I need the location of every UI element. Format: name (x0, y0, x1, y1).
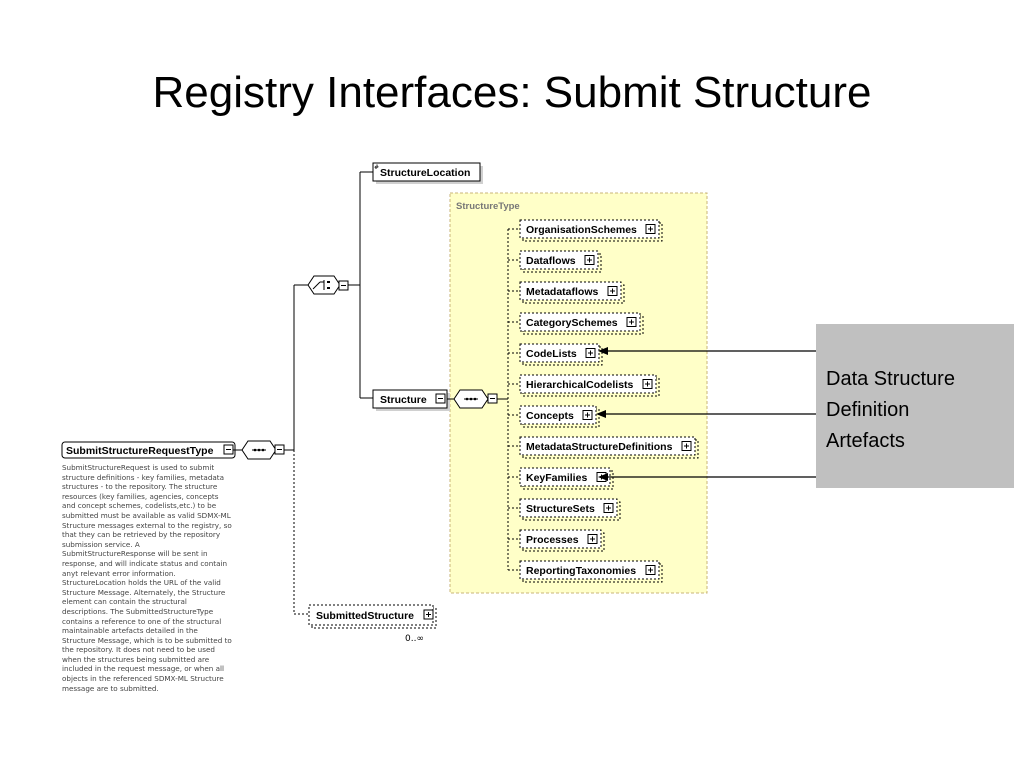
child-node-structuresets[interactable]: StructureSets (508, 498, 621, 521)
expand-icon[interactable] (645, 224, 656, 234)
multiplicity-label: 0..∞ (405, 634, 424, 644)
child-label: Concepts (526, 410, 574, 422)
expand-icon[interactable] (607, 286, 618, 296)
child-node-dataflows[interactable]: Dataflows (508, 250, 602, 273)
expand-icon[interactable] (603, 503, 614, 513)
child-label: CategorySchemes (526, 317, 618, 329)
expand-icon[interactable] (681, 441, 692, 451)
expand-icon[interactable] (584, 255, 595, 265)
expand-icon[interactable] (626, 317, 637, 327)
child-label: Processes (526, 534, 579, 546)
child-node-reportingtaxonomies[interactable]: ReportingTaxonomies (508, 560, 663, 583)
child-label: KeyFamilies (526, 472, 587, 484)
structure-label: Structure (380, 394, 427, 406)
structure-location-label: StructureLocation (380, 167, 470, 179)
structure-type-label: StructureType (456, 201, 520, 212)
child-label: ReportingTaxonomies (526, 565, 636, 577)
expand-icon[interactable] (642, 379, 653, 389)
child-node-metadatastructuredefinitions[interactable]: MetadataStructureDefinitions (508, 436, 699, 459)
child-node-hierarchicalcodelists[interactable]: HierarchicalCodelists (508, 374, 660, 397)
child-node-categoryschemes[interactable]: CategorySchemes (508, 312, 644, 335)
child-node-concepts[interactable]: Concepts (508, 405, 600, 428)
child-label: Dataflows (526, 255, 576, 267)
page-title: Registry Interfaces: Submit Structure (152, 68, 872, 117)
expand-icon[interactable] (587, 534, 598, 544)
child-node-codelists[interactable]: CodeLists (508, 343, 603, 366)
root-type-label: SubmitStructureRequestType (66, 445, 214, 457)
expand-icon[interactable] (582, 410, 593, 420)
callout-line: Data Structure (826, 368, 955, 390)
callout-box: Data Structure Definition Artefacts (816, 324, 1014, 488)
child-label: OrganisationSchemes (526, 224, 637, 236)
child-label: Metadataflows (526, 286, 599, 298)
structure-location-node[interactable] (372, 162, 481, 182)
callout-line: Definition (826, 399, 910, 421)
callout-arrows (596, 347, 816, 481)
child-node-keyfamilies[interactable]: KeyFamilies (508, 467, 614, 490)
child-label: MetadataStructureDefinitions (526, 441, 673, 453)
child-label: HierarchicalCodelists (526, 379, 634, 391)
svg-text:#: # (374, 164, 379, 171)
submitted-structure-label: SubmittedStructure (316, 610, 414, 622)
child-node-metadataflows[interactable]: Metadataflows (508, 281, 625, 304)
child-node-organisationschemes[interactable]: OrganisationSchemes (508, 219, 663, 242)
callout-line: Artefacts (826, 430, 905, 452)
documentation-text: SubmitStructureRequest is used to submit… (62, 463, 232, 693)
structure-children: OrganisationSchemesDataflowsMetadataflow… (508, 219, 699, 583)
expand-icon[interactable] (585, 348, 596, 358)
child-label: StructureSets (526, 503, 595, 515)
child-label: CodeLists (526, 348, 577, 360)
child-node-processes[interactable]: Processes (508, 529, 605, 552)
expand-icon[interactable] (645, 565, 656, 575)
